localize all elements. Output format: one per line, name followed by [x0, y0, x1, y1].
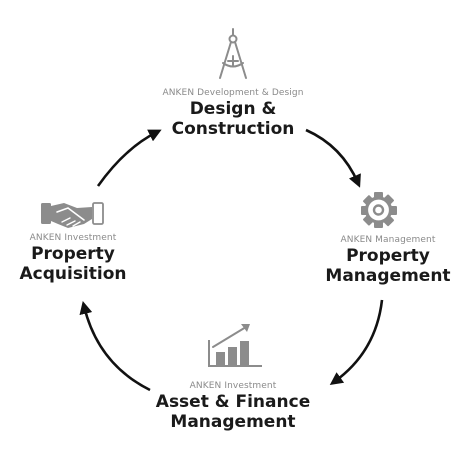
node-title-line1: Property	[346, 246, 430, 266]
node-title-line2: Construction	[171, 119, 295, 139]
handshake-icon	[41, 202, 104, 228]
node-title-line2: Management	[170, 412, 296, 432]
node-property-management: ANKEN Management Property Management	[313, 235, 463, 286]
node-subtitle: ANKEN Investment	[189, 381, 277, 391]
node-subtitle: ANKEN Investment	[29, 233, 117, 243]
node-design-construction: ANKEN Development & Design Design & Cons…	[133, 88, 333, 139]
arrow-management-to-asset	[329, 299, 384, 386]
arrow-acquisition-to-design	[96, 129, 162, 187]
node-property-acquisition: ANKEN Investment Property Acquisition	[0, 233, 146, 284]
node-subtitle: ANKEN Development & Design	[162, 88, 304, 98]
node-title-line2: Acquisition	[19, 264, 127, 284]
node-subtitle: ANKEN Management	[340, 235, 436, 245]
bar-chart-growth-icon	[208, 324, 262, 367]
gear-icon	[361, 192, 397, 228]
arrow-design-to-management	[305, 128, 361, 188]
node-title-line1: Property	[31, 244, 115, 264]
node-title-line1: Design &	[189, 99, 277, 119]
arrow-asset-to-acquisition	[79, 300, 151, 392]
compass-drafting-icon	[219, 28, 247, 79]
node-title-line1: Asset & Finance	[155, 392, 311, 412]
node-asset-finance-management: ANKEN Investment Asset & Finance Managem…	[128, 381, 338, 432]
node-title-line2: Management	[325, 266, 451, 286]
